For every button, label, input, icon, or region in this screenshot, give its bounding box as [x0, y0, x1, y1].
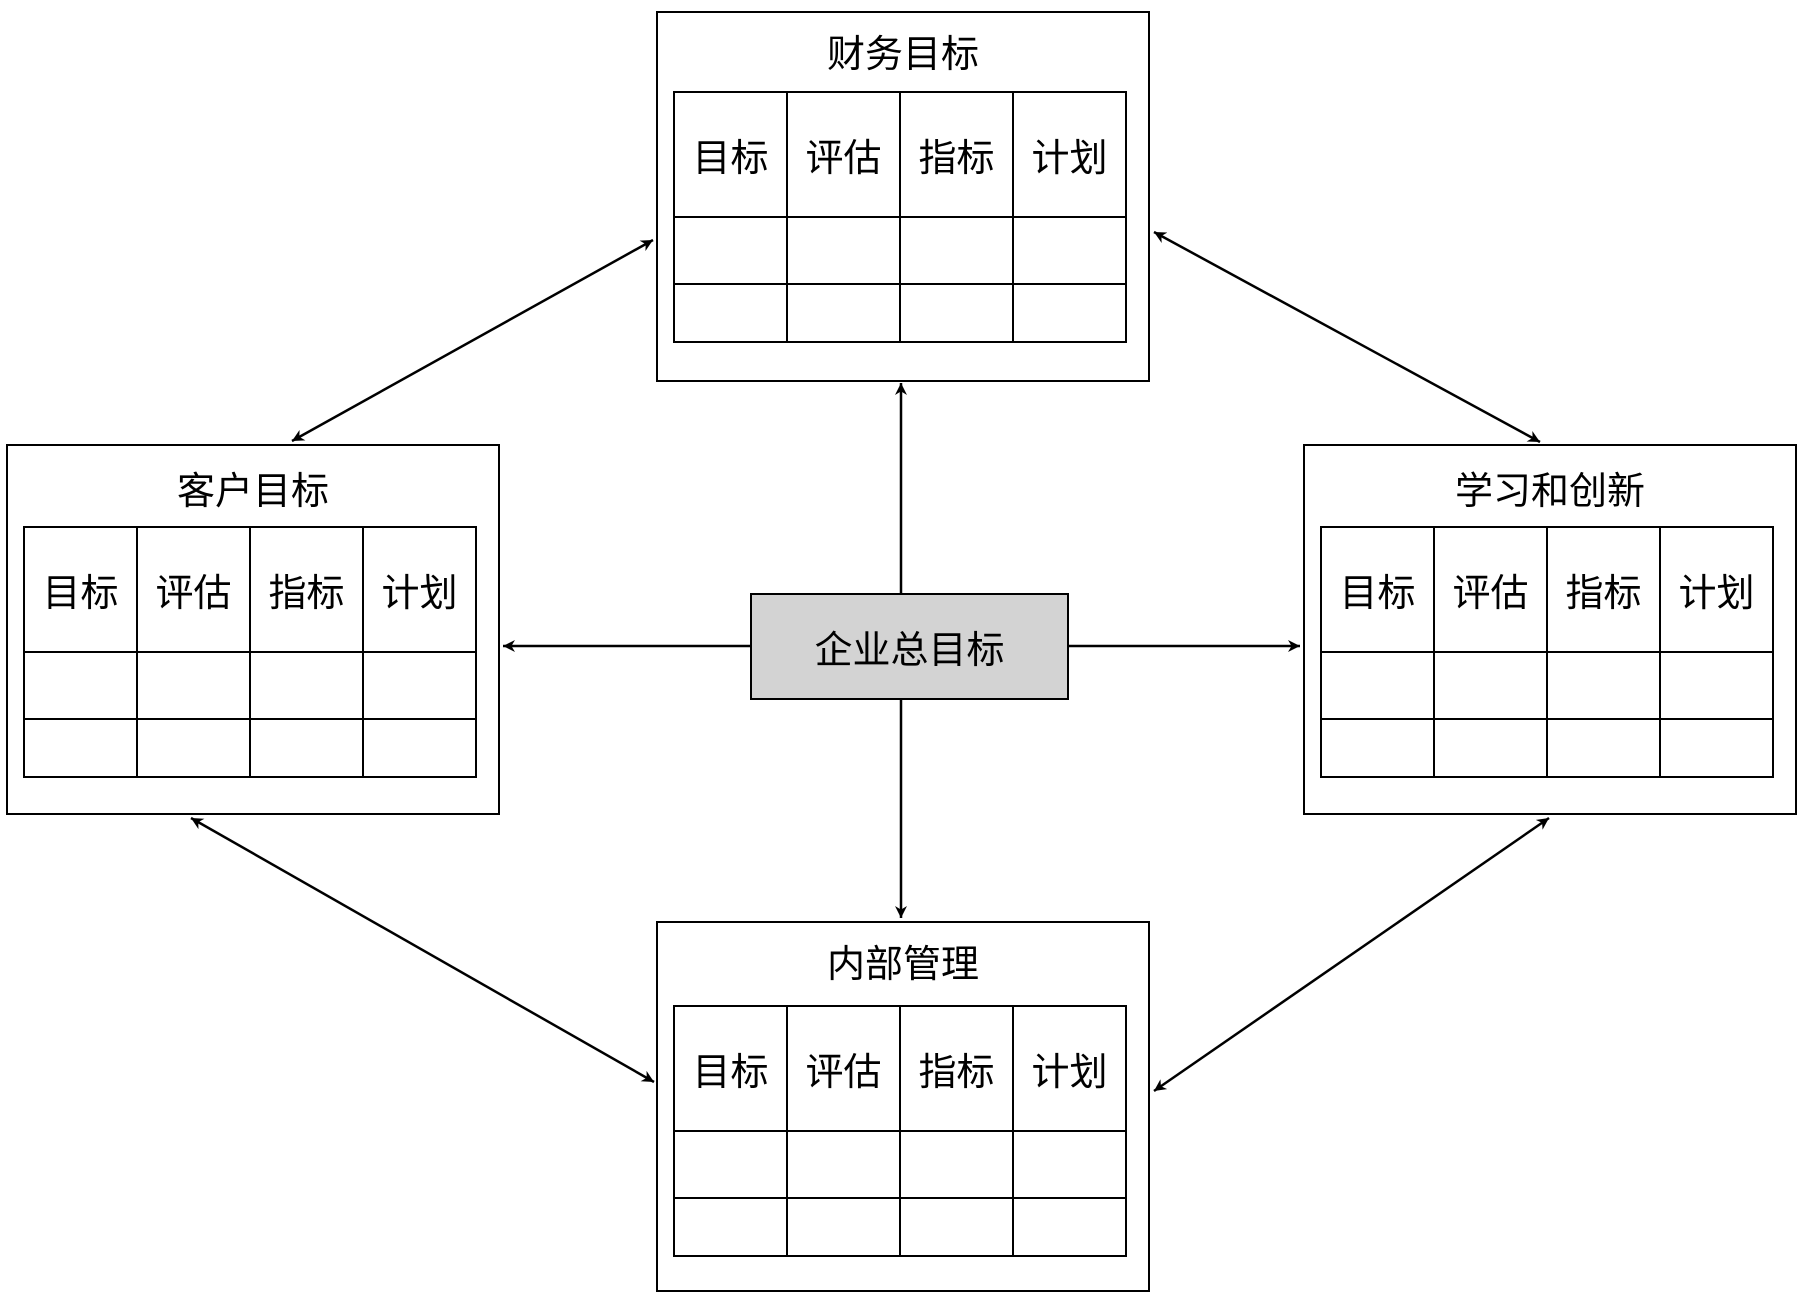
- center-goal-label: 企业总目标: [814, 628, 1005, 672]
- table-cell: [362, 651, 477, 720]
- table-cell: [362, 718, 477, 778]
- header-cell: 指标: [899, 1005, 1014, 1132]
- header-cell: 指标: [249, 526, 364, 653]
- table-cell: [786, 1197, 901, 1257]
- customer-title: 客户目标: [176, 469, 329, 513]
- header-cell: 目标: [673, 91, 788, 218]
- table-cell: [899, 216, 1014, 285]
- table-cell: [899, 283, 1014, 343]
- table-cell: [899, 1130, 1014, 1199]
- finance-title: 财务目标: [826, 32, 979, 76]
- header-cell: 目标: [23, 526, 138, 653]
- learning-table: 目标 评估 指标 计划: [1320, 526, 1774, 778]
- header-cell: 评估: [1433, 526, 1548, 653]
- table-cell: [899, 1197, 1014, 1257]
- table-cell: [673, 1197, 788, 1257]
- arrow-customer-finance: [291, 238, 654, 443]
- table-cell: [1012, 283, 1127, 343]
- table-cell: [1546, 651, 1661, 720]
- header-cell: 指标: [1546, 526, 1661, 653]
- header-cell: 指标: [899, 91, 1014, 218]
- table-cell: [1546, 718, 1661, 778]
- table-cell: [1320, 651, 1435, 720]
- table-cell: [1012, 1130, 1127, 1199]
- header-cell: 计划: [362, 526, 477, 653]
- internal-table: 目标 评估 指标 计划: [673, 1005, 1127, 1257]
- center-goal-box: 企业总目标: [750, 593, 1069, 700]
- header-cell: 评估: [136, 526, 251, 653]
- customer-table: 目标 评估 指标 计划: [23, 526, 477, 778]
- table-cell: [136, 651, 251, 720]
- header-cell: 评估: [786, 1005, 901, 1132]
- table-cell: [786, 216, 901, 285]
- header-cell: 目标: [1320, 526, 1435, 653]
- table-cell: [249, 718, 364, 778]
- arrow-customer-internal: [190, 816, 655, 1084]
- internal-panel: 内部管理 目标 评估 指标 计划: [656, 921, 1150, 1292]
- table-cell: [673, 283, 788, 343]
- finance-panel: 财务目标 目标 评估 指标 计划: [656, 11, 1150, 382]
- table-cell: [23, 651, 138, 720]
- table-cell: [1659, 718, 1774, 778]
- internal-title: 内部管理: [826, 942, 979, 986]
- table-cell: [1012, 1197, 1127, 1257]
- customer-panel: 客户目标 目标 评估 指标 计划: [6, 444, 500, 815]
- table-cell: [786, 283, 901, 343]
- table-cell: [23, 718, 138, 778]
- table-cell: [1659, 651, 1774, 720]
- table-cell: [249, 651, 364, 720]
- header-cell: 计划: [1012, 91, 1127, 218]
- table-cell: [786, 1130, 901, 1199]
- learning-panel: 学习和创新 目标 评估 指标 计划: [1303, 444, 1797, 815]
- arrow-finance-learning: [1153, 230, 1541, 444]
- header-cell: 计划: [1012, 1005, 1127, 1132]
- finance-table: 目标 评估 指标 计划: [673, 91, 1127, 343]
- header-cell: 评估: [786, 91, 901, 218]
- table-cell: [1320, 718, 1435, 778]
- header-cell: 计划: [1659, 526, 1774, 653]
- table-cell: [136, 718, 251, 778]
- learning-title: 学习和创新: [1454, 469, 1645, 513]
- table-cell: [673, 216, 788, 285]
- header-cell: 目标: [673, 1005, 788, 1132]
- arrow-internal-learning: [1153, 816, 1550, 1093]
- table-cell: [673, 1130, 788, 1199]
- table-cell: [1433, 651, 1548, 720]
- table-cell: [1433, 718, 1548, 778]
- table-cell: [1012, 216, 1127, 285]
